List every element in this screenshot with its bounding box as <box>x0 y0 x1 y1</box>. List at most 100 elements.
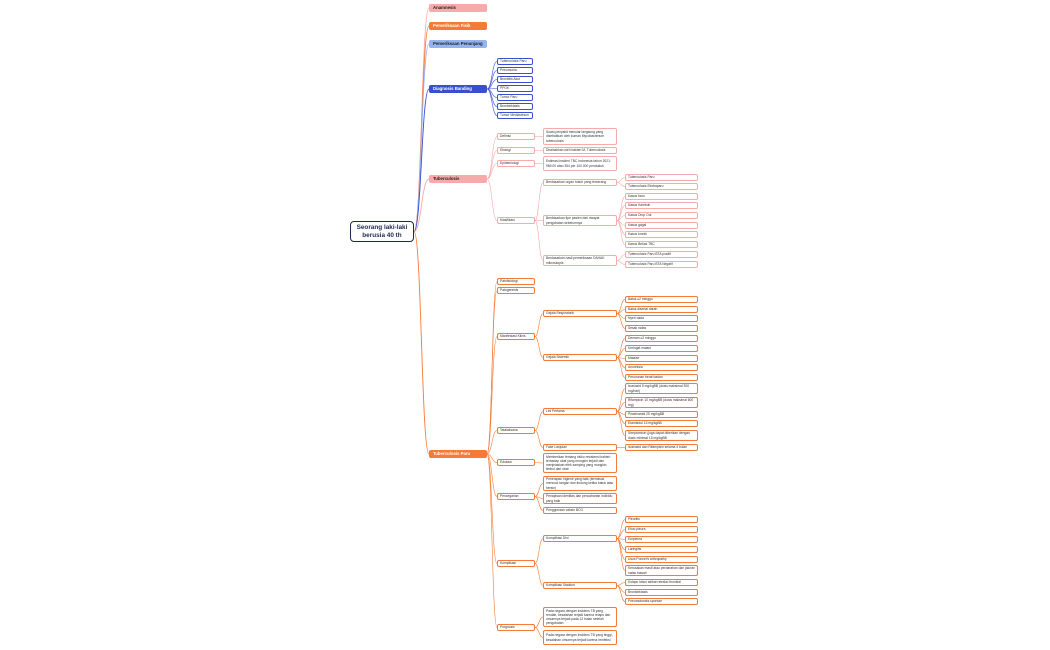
node-nyeri-dada[interactable]: Nyeri dada <box>625 315 698 322</box>
connector-node-rifampicin <box>616 402 626 412</box>
node-klas-riwayat[interactable]: Berdasarkan tipe pasien dari riwayat pen… <box>543 215 617 226</box>
node-gejala-respiratorik[interactable]: Gejala Respiratorik <box>543 310 617 317</box>
connector-node-empiema <box>616 538 626 540</box>
node-pencegahan-higiene[interactable]: Penerapan higiene yang baik (termasuk me… <box>543 476 617 491</box>
connector-node-klas-bekas-tbc <box>616 220 626 245</box>
node-tb-klasifikasi[interactable]: Klasifikasi <box>497 217 535 224</box>
node-prognosis-tinggi[interactable]: Pada negara dengan insidens TB yang ting… <box>543 630 617 645</box>
node-kerusakan-masif[interactable]: Kerusakan masif atau perdarahan dan jalu… <box>625 565 698 576</box>
node-tbp-manifestasi[interactable]: Manifestasi Klinis <box>497 333 535 340</box>
node-pleuritis[interactable]: Pleuritis <box>625 516 698 523</box>
node-tbp-prognosis[interactable]: Prognosis <box>497 624 535 631</box>
node-klas-bta-negatif[interactable]: Tuberculosis Paru BTA Negatif <box>625 261 698 268</box>
node-tbp-pencegahan[interactable]: Pencegahan <box>497 493 535 500</box>
node-tbp-komplikasi[interactable]: Komplikasi <box>497 560 535 567</box>
node-edukasi-text[interactable]: Memberikan tentang risiko resistensi bak… <box>543 453 617 473</box>
node-poncet[interactable]: Usus Poncet’s arthropathy <box>625 556 698 563</box>
node-dd-ppok[interactable]: PPOK <box>497 85 533 92</box>
node-efusi-pleura[interactable]: Efusi pleura <box>625 526 698 533</box>
node-lini-pertama[interactable]: Lini Pertama <box>543 408 617 415</box>
connector-node-tbp-komplikasi <box>486 453 498 564</box>
node-demam[interactable]: Demam ≥2 minggu <box>625 335 698 342</box>
connector-node-nyeri-dada <box>616 313 626 319</box>
node-pirazinamid[interactable]: Pirazinamid 25 mg/kgBB <box>625 411 698 418</box>
connector-node-klas-organ <box>534 182 544 221</box>
connector-node-pencegahan-bcg <box>534 496 544 511</box>
node-tbp-patofisiologi[interactable]: Patofisiologi <box>497 278 535 285</box>
node-klas-kasus-kambuh[interactable]: Kasus Kambuh <box>625 202 698 209</box>
node-dd-tb-paru[interactable]: Tuberculosis Paru <box>497 58 533 65</box>
node-isoniazid[interactable]: Isoniazid 5 mg/kgBB (dosis maksimal 300 … <box>625 383 698 394</box>
node-pneumotoraks[interactable]: Pneumotoraks spontan <box>625 598 698 605</box>
branch-pemeriksaan-fisik[interactable]: Pemeriksaan Fisik <box>429 22 487 30</box>
node-komplikasi-stadium[interactable]: Komplikasi Stadium <box>543 582 617 589</box>
connector-node-klas-drop-out <box>616 215 626 221</box>
node-klas-tb-paru[interactable]: Tuberculosis Paru <box>625 174 698 181</box>
branch-anamnesis[interactable]: Anamnesis <box>429 4 487 12</box>
node-tbp-tatalaksana[interactable]: Tatalaksana <box>497 427 535 434</box>
connector-node-etambutol <box>616 411 626 424</box>
node-tb-epidemiologi-text[interactable]: Estimasi insiden TBC Indonesia tahun 202… <box>543 156 617 171</box>
connector-node-keringat-malam <box>616 348 626 358</box>
node-rifampicin[interactable]: Rifampicin 10 mg/kgBB (dosis maksimal 60… <box>625 397 698 408</box>
node-tb-epidemiologi[interactable]: Epidemiologi <box>497 160 535 167</box>
node-tbp-edukasi[interactable]: Edukasi <box>497 459 535 466</box>
node-tb-etiologi-text[interactable]: Disebabkan oleh bakteri M. Tuberculosis <box>543 147 617 154</box>
branch-diagnosis-banding[interactable]: Diagnosis Banding <box>429 85 487 93</box>
connector-node-edukasi-text <box>534 462 544 464</box>
node-klas-drop-out[interactable]: Kasus Drop Out <box>625 212 698 219</box>
node-dd-pneumonia[interactable]: Pneumonia <box>497 67 533 74</box>
node-streptomicin[interactable]: Streptomicin (juga dapat diberikan denga… <box>625 430 698 441</box>
branch-pemeriksaan-penunjang[interactable]: Pemeriksaan Penunjang <box>429 40 487 48</box>
node-keringat-malam[interactable]: Keringat malam <box>625 345 698 352</box>
node-komplikasi-dini[interactable]: Komplikasi Dini <box>543 535 617 542</box>
node-tb-definisi-text[interactable]: Suatu penyakit menular langsung yang dis… <box>543 128 617 145</box>
node-etambutol[interactable]: Etambutol 15 mg/kgBB <box>625 420 698 427</box>
branch-tuberculosis[interactable]: Tuberculosis <box>429 175 487 183</box>
branch-tuberculosis-paru[interactable]: Tuberculosis Paru <box>429 450 487 458</box>
node-tb-etiologi[interactable]: Etiologi <box>497 147 535 154</box>
connector-node-batuk <box>616 299 626 314</box>
connector-node-tbp-pencegahan <box>486 453 498 497</box>
node-klas-tb-ekstraparu[interactable]: Tuberculosis Ekstraparu <box>625 183 698 190</box>
node-klas-bekas-tbc[interactable]: Kasus Bekas TBC <box>625 241 698 248</box>
node-klas-dahak[interactable]: Berdasarkan hasil pemeriksaan DAHAK mikr… <box>543 255 617 266</box>
node-gejala-sistemik[interactable]: Gejala Sistemik <box>543 354 617 361</box>
node-sesak-nafas[interactable]: Sesak nafas <box>625 325 698 332</box>
root-node[interactable]: Seorang laki-laki berusia 40 th <box>350 221 414 242</box>
node-malaise[interactable]: Malaise <box>625 355 698 362</box>
node-dd-tumor-paru[interactable]: Tumor Paru <box>497 94 533 101</box>
node-laringitis[interactable]: Laringitis <box>625 546 698 553</box>
connector-node-klas-dahak <box>534 220 544 261</box>
node-tb-definisi[interactable]: Definisi <box>497 133 535 140</box>
node-prognosis-rendah[interactable]: Pada negara dengan insidens TB yang rend… <box>543 607 617 627</box>
node-anoreksia[interactable]: Anoreksia <box>625 364 698 371</box>
node-klas-bta-positif[interactable]: Tuberculosis Paru BTA positif <box>625 251 698 258</box>
node-dd-tumor-mediastinum[interactable]: Tumor Mediastinum <box>497 112 533 119</box>
node-empiema[interactable]: Empiema <box>625 536 698 543</box>
node-fase-lanjutan[interactable]: Fase Lanjutan <box>543 444 617 451</box>
node-dd-bronkiektasis[interactable]: Bronkiektasis <box>497 103 533 110</box>
node-klas-kasus-baru[interactable]: Kasus baru <box>625 193 698 200</box>
connector-node-klas-tb-paru <box>616 177 626 183</box>
connector-node-klas-bta-positif <box>616 254 626 261</box>
connector-node-fase-lanjutan <box>534 430 544 448</box>
node-fase-lanjutan-obat[interactable]: Isoniazid dan Rifampisin selama 4 bulan <box>625 444 698 451</box>
node-batuk[interactable]: Batuk ≥2 minggu <box>625 296 698 303</box>
node-kolaps-lobus[interactable]: Kolaps lobus akibat retraksi bronkial <box>625 579 698 586</box>
connector-node-klas-kasus-kambuh <box>616 205 626 221</box>
node-klas-organ[interactable]: Berdasarkan organ tubuh yang terserang <box>543 179 617 186</box>
connector-node-klas-bta-negatif <box>616 260 626 265</box>
node-batuk-darah[interactable]: Batuk disertai darah <box>625 306 698 313</box>
connector-node-pencegahan-higiene <box>534 483 544 497</box>
node-penurunan-bb[interactable]: Penurunan berat badan <box>625 374 698 381</box>
node-dd-bronkitis[interactable]: Bronkitis Akut <box>497 76 533 83</box>
node-tbp-patogenesis[interactable]: Patogenesis <box>497 287 535 294</box>
node-pencegahan-bcg[interactable]: Penggunaan vaksin BCG <box>543 507 617 514</box>
node-klas-kasus-kronik[interactable]: Kasus kronik <box>625 231 698 238</box>
node-pencegahan-penapisan[interactable]: Penapisan identitas dan pencaharian indi… <box>543 493 617 504</box>
connector-branch-pemeriksaan-penunjang <box>413 43 430 232</box>
node-klas-kasus-gagal[interactable]: Kasus gagal <box>625 222 698 229</box>
node-bronkiektasis-komplikasi[interactable]: Bronkiektasis <box>625 589 698 596</box>
